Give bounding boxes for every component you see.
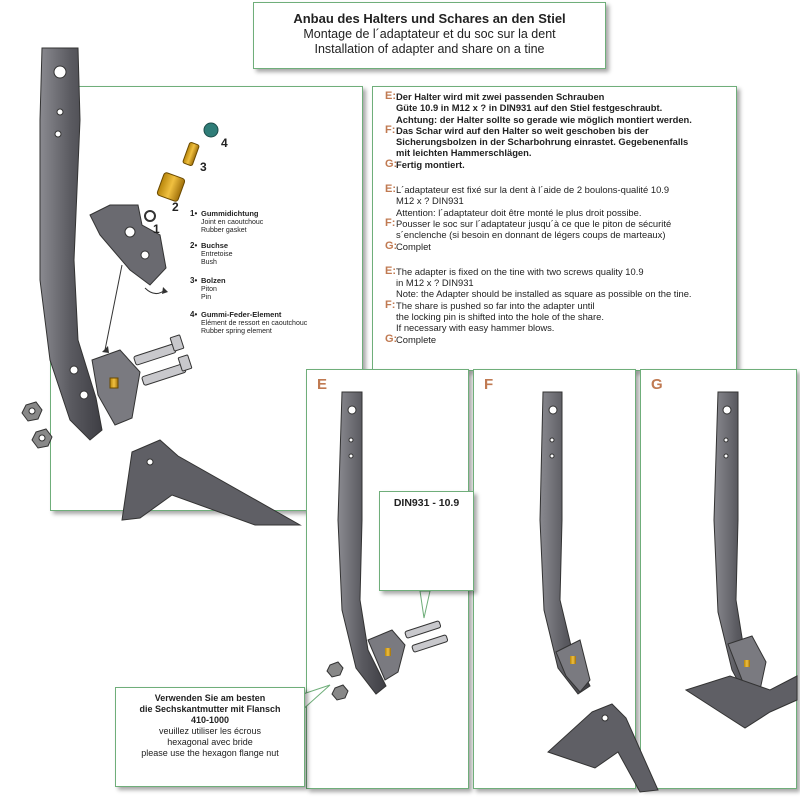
nut-note-en: please use the hexagon flange nut xyxy=(141,748,279,758)
share-main xyxy=(121,439,302,526)
title-en: Installation of adapter and share on a t… xyxy=(314,42,545,56)
din931-label: DIN931 - 10.9 xyxy=(393,497,460,509)
instr-fr-f: F: Pousser le soc sur l´adaptateur jusqu… xyxy=(385,216,672,241)
share-g xyxy=(684,675,798,729)
nut-note-de1: Verwenden Sie am besten xyxy=(154,693,266,703)
bush xyxy=(156,172,186,202)
nut-note-part-number: 410-1000 xyxy=(190,715,230,725)
step-label-g: G xyxy=(651,376,663,393)
instr-en-g: G: Complete xyxy=(385,332,437,345)
tine-e xyxy=(337,391,387,695)
instr-en-e: E: The adapter is fixed on the tine with… xyxy=(385,264,692,300)
callout-2: 2 xyxy=(172,200,179,214)
legend-item-4: 4•Gummi-Feder-Element Elément de ressort… xyxy=(190,310,308,336)
din931-callout-box: DIN931 - 10.9 xyxy=(379,491,474,591)
instr-de-f: F: Das Schar wird auf den Halter so weit… xyxy=(385,123,689,159)
step-label-e: E xyxy=(317,376,328,393)
hex-nut-icon xyxy=(21,401,53,449)
nut-note-box: Verwenden Sie am besten die Sechskantmut… xyxy=(115,687,305,787)
instr-de-e: E: Der Halter wird mit zwei passenden Sc… xyxy=(385,90,692,125)
title-fr: Montage de l´adaptateur et du soc sur la… xyxy=(303,27,556,41)
adapter-exploded xyxy=(89,204,167,286)
share-f xyxy=(547,703,659,793)
rubber-gasket xyxy=(144,210,156,222)
pin xyxy=(182,142,200,166)
title-box: Anbau des Halters und Schares an den Sti… xyxy=(253,2,606,69)
title-de: Anbau des Halters und Schares an den Sti… xyxy=(293,11,566,26)
nut-note-fr1: veuillez utiliser les écrous xyxy=(158,726,262,736)
instr-fr-g: G: Complet xyxy=(385,239,431,252)
callout-3: 3 xyxy=(200,160,207,174)
nut-note-fr2: hexagonal avec bride xyxy=(167,737,253,747)
instr-en-f: F: The share is pushed so far into the a… xyxy=(385,298,604,334)
step-label-f: F xyxy=(484,376,494,393)
rubber-spring-element xyxy=(203,122,219,138)
callout-1: 1 xyxy=(153,222,160,236)
tine-f xyxy=(539,391,591,695)
instr-de-g: G: Fertig montiert. xyxy=(385,157,465,170)
instr-fr-e: E: L´adaptateur est fixé sur la dent à l… xyxy=(385,183,670,218)
nut-note-de2: die Sechskantmutter mit Flansch xyxy=(139,704,281,714)
tine-main xyxy=(39,47,103,441)
bolt-icon xyxy=(133,334,193,386)
callout-4: 4 xyxy=(221,136,228,150)
